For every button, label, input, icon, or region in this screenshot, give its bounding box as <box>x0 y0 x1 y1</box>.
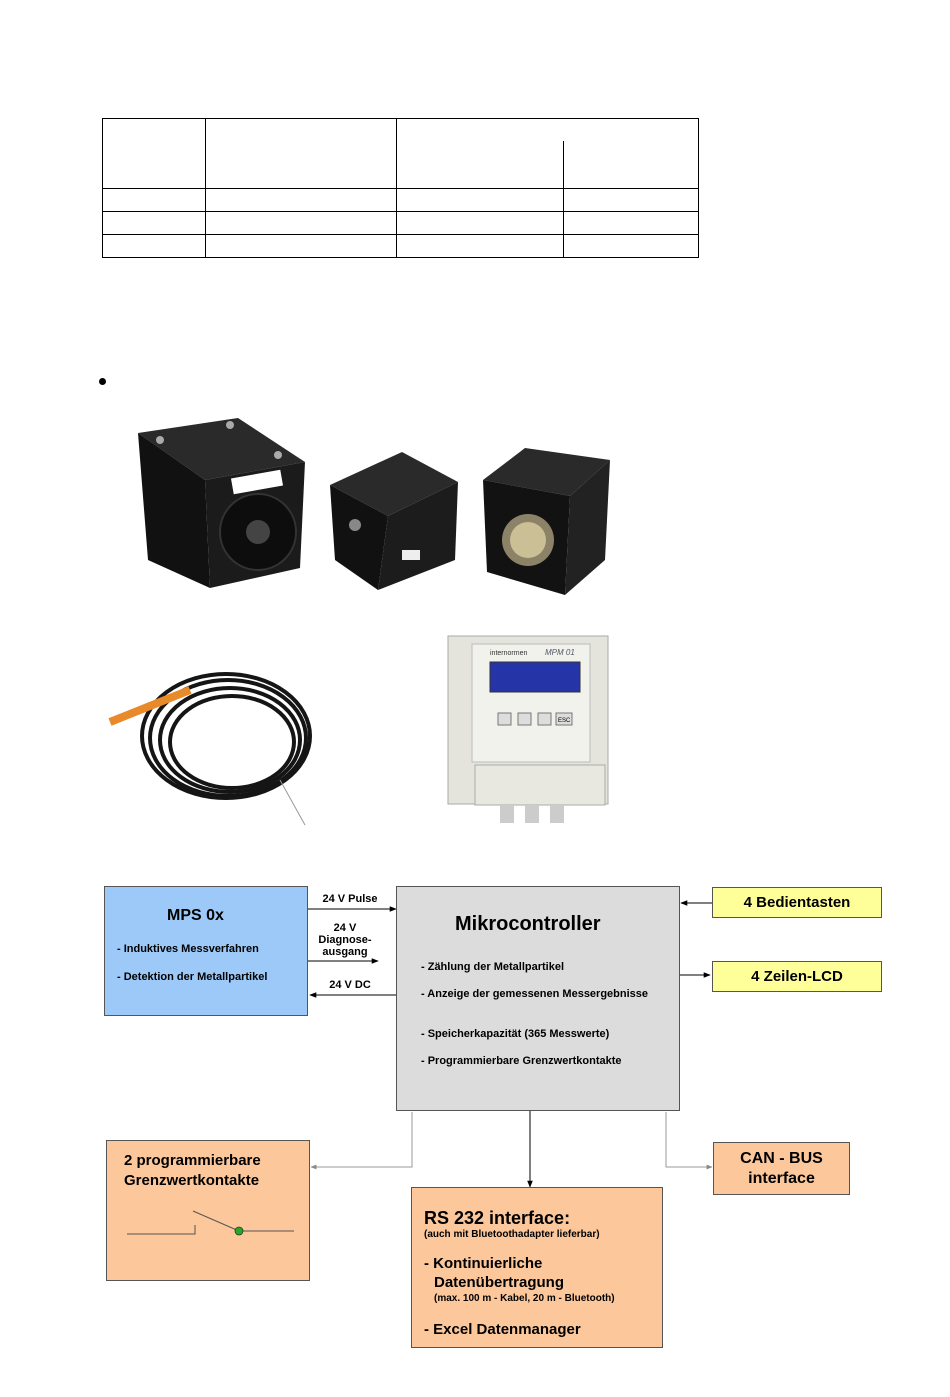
sensor-photo-window <box>483 448 610 595</box>
sensor-photo-cube <box>330 452 458 590</box>
controller-item: - Anzeige der gemessenen Messergebnisse <box>421 988 649 1000</box>
controller-box: Mikrocontroller - Zählung der Metallpart… <box>396 886 680 1111</box>
can-box: CAN - BUS interface <box>713 1142 850 1195</box>
rs232-item: Datenübertragung <box>434 1274 565 1291</box>
table-row <box>102 188 699 212</box>
can-arrow <box>665 1112 713 1170</box>
table-header-row <box>103 141 699 190</box>
table-cell <box>102 118 206 189</box>
product-photos: internormen MPM 01 ESC <box>108 418 610 826</box>
spec-table <box>102 118 699 258</box>
rs232-item: - Kontinuierliche <box>424 1255 543 1272</box>
limits-title-line2: Grenzwertkontakte <box>124 1172 260 1189</box>
rs232-title: RS 232 interface: <box>424 1208 571 1228</box>
controller-item: - Programmierbare Grenzwertkontakte <box>421 1055 622 1067</box>
switch-icon <box>127 1210 294 1236</box>
keys-box: 4 Bedientasten <box>712 887 882 918</box>
rs232-item: - Excel Datenmanager <box>424 1321 581 1338</box>
table-cell <box>396 118 699 142</box>
can-line2: interface <box>748 1170 815 1187</box>
sensor-item: - Induktives Messverfahren <box>117 943 259 955</box>
sensor-title: MPS 0x <box>167 907 224 924</box>
can-line1: CAN - BUS <box>740 1150 823 1167</box>
model-label: MPM 01 <box>545 648 575 657</box>
brand-label: internormen <box>490 650 527 657</box>
limits-box: 2 programmierbare Grenzwertkontakte <box>106 1140 310 1281</box>
table-row <box>102 211 699 235</box>
table-cell <box>396 141 564 190</box>
controller-item: - Speicherkapazität (365 Messwerte) <box>421 1028 610 1040</box>
sensor-box: MPS 0x - Induktives Messverfahren - Dete… <box>104 886 308 1016</box>
dc-label: 24 V DC <box>329 979 371 991</box>
limits-arrow <box>310 1112 413 1170</box>
controller-item: - Zählung der Metallpartikel <box>421 961 565 973</box>
rs232-box: RS 232 interface: (auch mit Bluetoothada… <box>411 1187 663 1348</box>
bullet-point <box>99 378 106 385</box>
diagnose-label: 24 V Diagnose- ausgang <box>318 922 372 958</box>
esc-key-label: ESC <box>558 718 571 724</box>
rs232-subtitle: (auch mit Bluetoothadapter lieferbar) <box>424 1229 600 1240</box>
table-cell <box>563 141 699 190</box>
sensor-item: - Detektion der Metallpartikel <box>117 971 268 983</box>
lcd-box: 4 Zeilen-LCD <box>712 961 882 992</box>
rs232-note: (max. 100 m - Kabel, 20 m - Bluetooth) <box>434 1293 615 1304</box>
table-row <box>102 234 699 258</box>
limits-title-line1: 2 programmierbare <box>124 1152 261 1169</box>
pulse-label: 24 V Pulse <box>322 893 378 905</box>
sensor-photo-large <box>138 418 305 588</box>
controller-title: Mikrocontroller <box>455 913 601 935</box>
display-unit-photo: internormen MPM 01 ESC <box>447 635 609 823</box>
cable-photo <box>108 672 312 826</box>
